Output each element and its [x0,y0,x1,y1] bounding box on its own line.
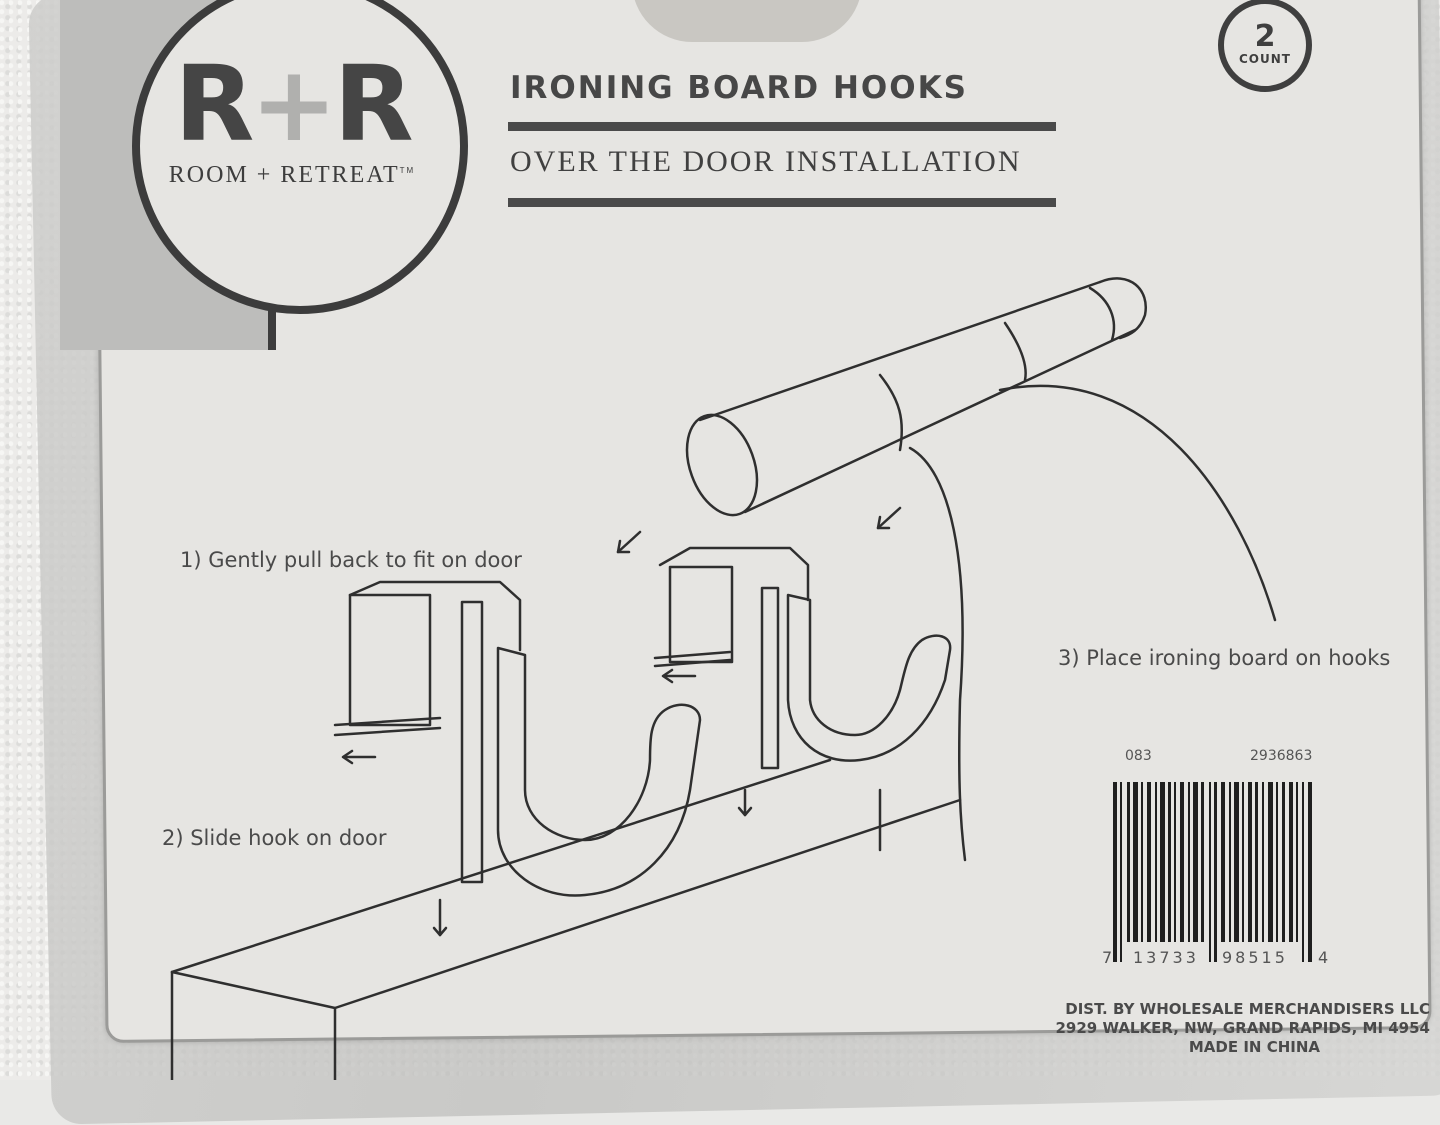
count-number: 2 [1254,19,1276,54]
product-title: IRONING BOARD HOOKS [510,70,968,106]
distributor-line-2: 2929 WALKER, NW, GRAND RAPIDS, MI 4954 [1055,1018,1430,1037]
brand-name: ROOM + RETREATTM [152,162,432,189]
trademark: TM [399,166,416,175]
step-3-text: 3) Place ironing board on hooks [1058,646,1391,670]
right-hook-illustration [653,546,952,817]
barcode-code-left: 083 [1125,748,1152,764]
distributor-line-1: DIST. BY WHOLESALE MERCHANDISERS LLC [1065,1000,1430,1018]
brand-logo [132,0,468,314]
barcode-code-right: 2936863 [1250,748,1313,764]
door-illustration [170,758,962,1080]
logo-stem [268,290,276,350]
made-in-label: MADE IN CHINA [1188,1037,1320,1056]
title-rule-top [508,122,1056,131]
barcode-digits-group2: 98515 [1222,948,1288,967]
logo-monogram: R+R [162,52,422,156]
distributor-info: DIST. BY WHOLESALE MERCHANDISERS LLC 292… [1030,1000,1430,1056]
left-hook-illustration [333,580,702,937]
step-2-text: 2) Slide hook on door [162,826,387,850]
title-rule-bottom [508,198,1056,207]
barcode-digit-last: 4 [1318,948,1329,967]
count-label: COUNT [1239,52,1291,66]
barcode-digits-group1: 13733 [1133,948,1199,967]
product-subtitle: OVER THE DOOR INSTALLATION [510,145,1022,178]
step-1-text: 1) Gently pull back to fit on door [180,548,522,572]
logo-letter-right: R [333,43,414,165]
installation-illustration [170,277,1312,1080]
barcode [1113,782,1312,962]
logo-plus: + [250,43,337,165]
count-badge: 2 COUNT [1218,0,1312,92]
hanger-hole [632,0,862,42]
barcode-digit-first: 7 [1102,948,1113,967]
brand-name-text: ROOM + RETREAT [168,162,400,188]
logo-letter-left: R [174,43,254,165]
ironing-board-illustration [685,277,1277,862]
